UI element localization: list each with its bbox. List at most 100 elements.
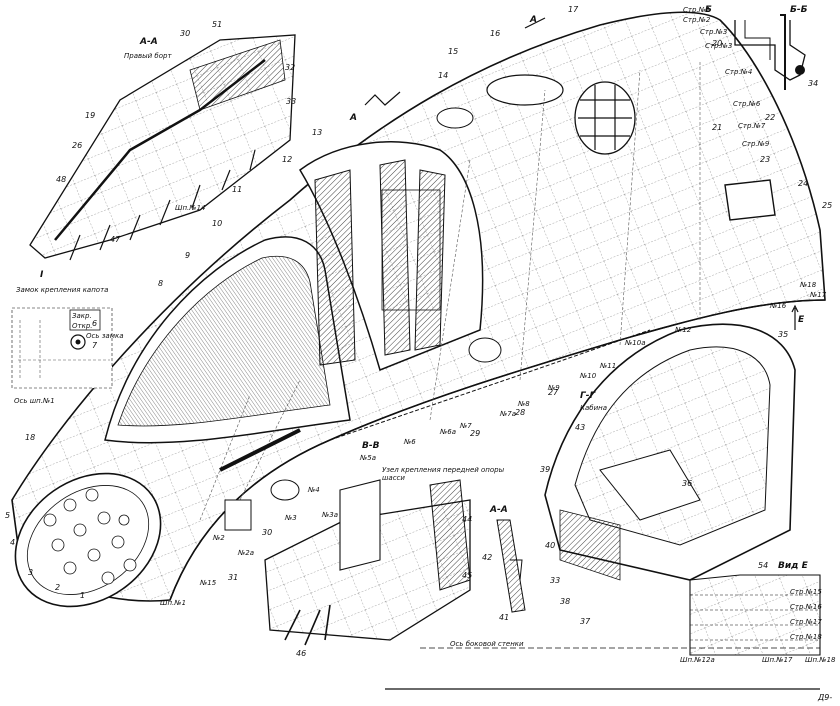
part-number: 37 [580, 617, 591, 626]
frame-label: №10 [579, 372, 597, 380]
view-i-title: I [40, 270, 44, 280]
part-number: 1 [80, 591, 85, 600]
part-number: 33 [550, 576, 560, 585]
stringer-label: Стр.№1 [683, 6, 710, 14]
part-number: 2 [55, 583, 60, 592]
view-aa-hatched-strip [189, 39, 286, 111]
part-number: 12 [282, 155, 292, 164]
part-number: 42 [482, 553, 492, 562]
frame-label: №18 [799, 281, 817, 289]
part-number: 4 [10, 538, 15, 547]
section-aa-strip [496, 519, 526, 613]
gear-node-post [429, 479, 471, 591]
view-e-stringer-lines [690, 594, 820, 641]
arrow-a-mid: А [349, 113, 357, 123]
radio-hatch-grid [578, 85, 632, 150]
frame-label: №2а [237, 549, 254, 557]
view-i-bottom-label: Ось шп.№1 [14, 397, 55, 405]
view-e-stringer: Стр.№16 [790, 603, 822, 611]
canopy-glass [117, 255, 331, 427]
part-number: 3 [28, 568, 33, 577]
part-number: 36 [682, 479, 692, 488]
stringer-labels: Стр.№1 Стр.№2 Стр.№3 Стр.№3 Стр.№4 Стр.№… [683, 6, 770, 148]
part-number: 27 [548, 388, 559, 397]
frame-label: Шп.№14 [175, 204, 205, 212]
part-number: 46 [296, 649, 306, 658]
wing-root-fairing [329, 329, 651, 441]
part-number: 34 [808, 79, 818, 88]
frame-label: №7 [459, 422, 472, 430]
view-i-lock [11, 307, 113, 389]
part-number: 33 [286, 97, 296, 106]
access-panel-lower [224, 499, 252, 531]
stringer-label: Стр.№3 [705, 42, 732, 50]
frame-label: №3 [284, 514, 297, 522]
page-tag: Д9- [817, 693, 832, 702]
frame-label: №6а [439, 428, 456, 436]
fuel-hatch-15 [486, 74, 564, 106]
part-number: 17 [568, 5, 579, 14]
side-panel-lines [199, 60, 701, 521]
view-vv-caption-2: шасси [382, 474, 405, 482]
part-number: 30 [180, 29, 190, 38]
part-number: 8 [158, 279, 163, 288]
frame-label: №12 [674, 326, 692, 334]
access-hatch-30 [270, 479, 300, 501]
part-number: 51 [212, 20, 222, 29]
part-number: 23 [760, 155, 770, 164]
view-vv-caption-1: Узел крепления передней опоры [382, 466, 505, 474]
view-e-stringer: Стр.№15 [790, 588, 822, 596]
mg-port [219, 428, 301, 472]
frame-labels: Шп.№1 Шп.№14 №15 №2 №2а №3 №3а №4 №5а №6… [160, 204, 836, 664]
frame-label: №4 [307, 486, 320, 494]
view-e-title: Вид Е [778, 561, 809, 571]
view-vv-gear-node [264, 479, 471, 646]
stringer-label: Стр.№3 [700, 28, 727, 36]
nose-frame [14, 472, 162, 608]
part-number: 26 [72, 141, 82, 150]
view-i-box [69, 309, 101, 331]
view-gg-caption: Кабина [580, 404, 607, 412]
frame-label: №5а [359, 454, 376, 462]
part-number: 7 [92, 341, 98, 350]
part-number: 18 [25, 433, 35, 442]
part-number-callouts: 1 2 3 4 5 6 7 8 9 10 11 12 13 14 15 16 1… [5, 5, 832, 658]
arrow-e-side: Е [798, 315, 805, 325]
frame-label: №16 [769, 302, 787, 310]
frame-label: №2 [212, 534, 225, 542]
part-number: 35 [778, 330, 788, 339]
fuselage-main-view [11, 11, 826, 608]
part-number: 11 [232, 185, 242, 194]
arrow-a-top: А [529, 15, 537, 25]
cabin-bottom-hatched [559, 509, 621, 581]
side-window-23 [724, 179, 776, 221]
part-number: 16 [490, 29, 500, 38]
part-number: 54 [758, 561, 768, 570]
frame-label: №11 [599, 362, 616, 370]
view-vv-title: В-В [362, 441, 380, 451]
stringer-label: Стр.№2 [683, 16, 711, 24]
part-number: 47 [110, 235, 121, 244]
hatch-14 [436, 107, 474, 129]
frame-label: Шп.№1 [160, 599, 186, 607]
frame-label: №8 [517, 400, 530, 408]
frame-label: №6 [403, 438, 416, 446]
stringer-label: Стр.№6 [733, 100, 761, 108]
section-aa-small-title: А-А [489, 505, 508, 515]
view-e-stringer-labels: Стр.№15 Стр.№16 Стр.№17 Стр.№18 [790, 588, 822, 641]
part-number: 38 [560, 597, 570, 606]
view-e [420, 574, 821, 656]
part-number: 31 [228, 573, 238, 582]
frame-label: №10а [624, 339, 645, 347]
view-i-side-label: Ось замка [86, 332, 124, 340]
frame-label: Шп.№17 [762, 656, 793, 664]
part-number: 29 [470, 429, 480, 438]
view-e-stringer: Стр.№17 [790, 618, 822, 626]
part-number: 5 [5, 511, 10, 520]
part-number: 19 [85, 111, 95, 120]
gear-node-struts [284, 604, 331, 646]
arrow-b-top: Б [705, 5, 712, 15]
view-e-panel [689, 574, 821, 656]
